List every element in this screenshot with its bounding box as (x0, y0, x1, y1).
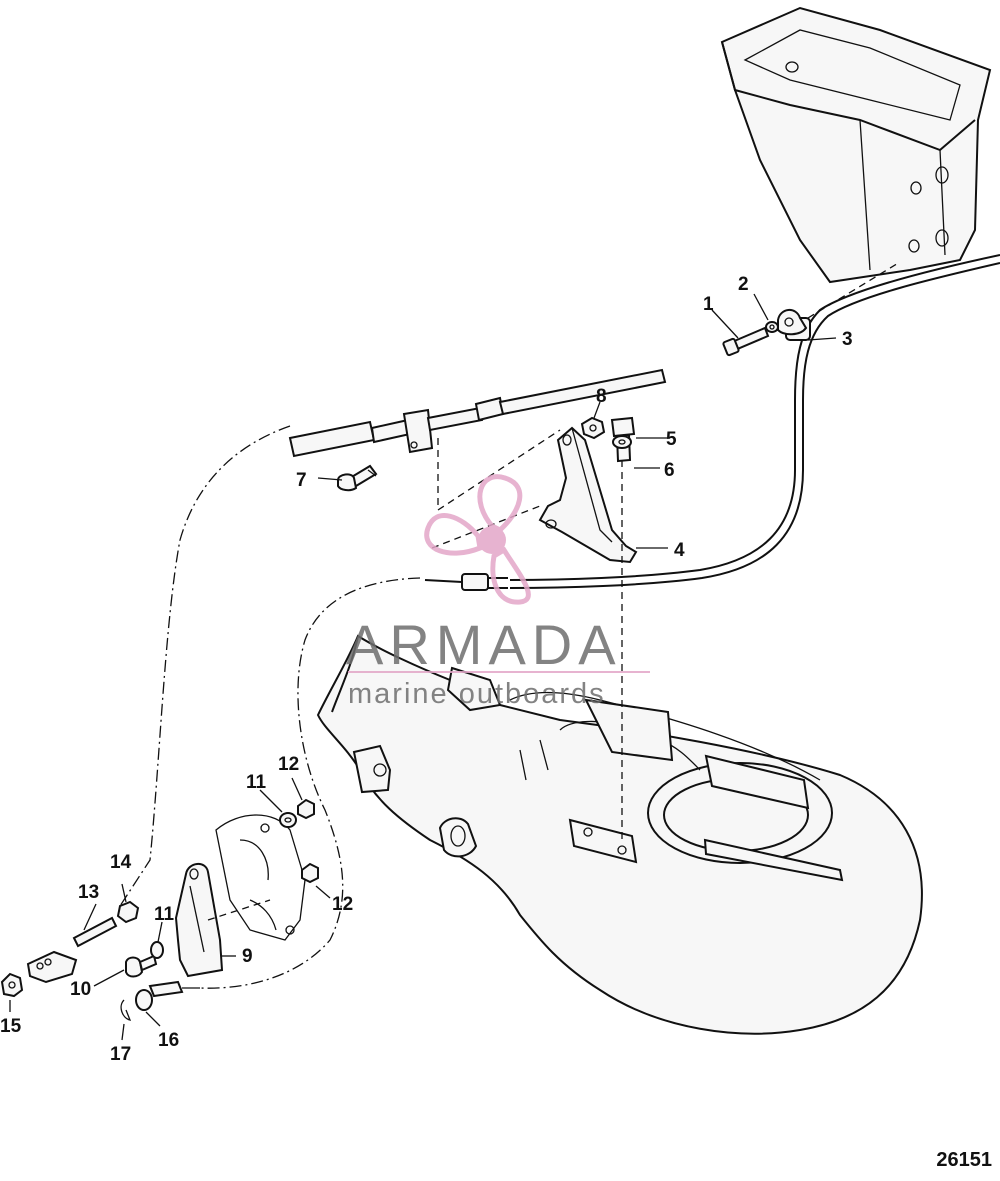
callout-14: 14 (110, 852, 132, 873)
callout-8: 8 (596, 386, 607, 407)
align-line-4 (807, 261, 901, 319)
pin-16 (135, 980, 200, 1011)
cable-rod-assembly (288, 368, 667, 458)
nut-12-upper (297, 798, 315, 820)
cable-clamp (777, 309, 808, 336)
cable-route-left (119, 425, 291, 907)
callout-5: 5 (666, 429, 677, 450)
figure-id: 26151 (936, 1149, 992, 1171)
washer-6 (612, 435, 632, 449)
callout-2: 2 (738, 274, 749, 295)
screw-7 (337, 464, 378, 492)
callout-10: 10 (70, 979, 91, 1000)
watermark-brand: ARMADA (346, 613, 622, 676)
lower-housing (316, 634, 923, 1035)
watermark: ARMADA marine outboards (346, 474, 650, 710)
washer-2 (765, 321, 779, 333)
align-line-5 (207, 899, 271, 921)
callout-13: 13 (78, 882, 99, 903)
callout-17: 17 (110, 1044, 131, 1065)
nut-15 (0, 972, 24, 998)
upper-housing (720, 6, 992, 284)
nut-12-lower (301, 862, 319, 884)
callout-4: 4 (674, 540, 685, 561)
callout-12-lower: 12 (332, 894, 353, 915)
clip-17 (120, 999, 132, 1021)
screw-1 (722, 326, 770, 357)
callout-9: 9 (242, 946, 253, 967)
align-line-2 (431, 505, 541, 549)
end-fitting (26, 950, 78, 984)
callout-12-upper: 12 (278, 754, 299, 775)
callout-11-lower: 11 (154, 904, 175, 925)
stud-13 (72, 916, 118, 948)
bolt-10 (125, 954, 158, 978)
leader-lines (9, 293, 837, 1041)
callout-3: 3 (842, 329, 853, 350)
callout-1: 1 (703, 294, 714, 315)
callout-7: 7 (296, 470, 307, 491)
shift-bracket-9 (174, 814, 306, 978)
watermark-tagline: marine outboards (348, 678, 606, 710)
nut-14 (116, 900, 140, 924)
washer-11-upper (279, 812, 297, 828)
nut-8 (580, 416, 606, 440)
cable-route-center (199, 577, 421, 989)
washer-11-lower (150, 941, 164, 959)
callout-11-upper: 11 (246, 772, 267, 793)
callout-15: 15 (0, 1016, 22, 1037)
callout-16: 16 (158, 1030, 179, 1051)
callout-6: 6 (664, 460, 675, 481)
align-line-1 (437, 429, 561, 512)
bracket-4 (538, 426, 638, 564)
watermark-logo-icon (424, 474, 531, 605)
